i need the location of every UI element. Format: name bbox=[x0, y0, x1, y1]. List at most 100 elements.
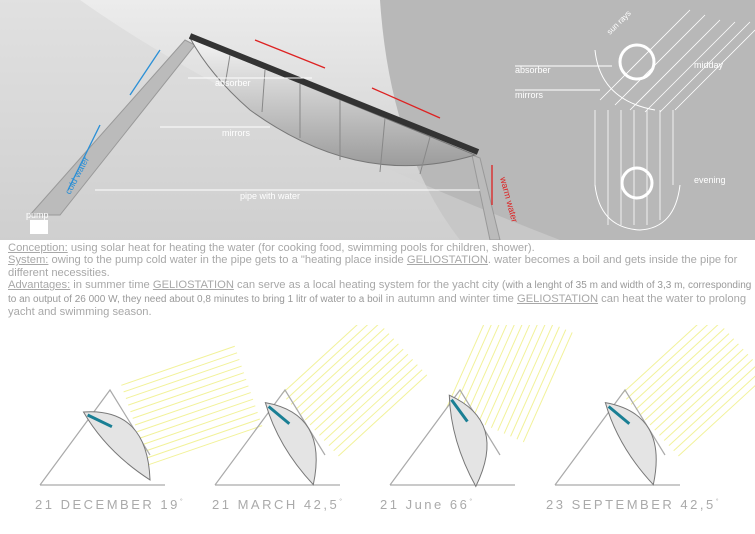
absorber-icon bbox=[267, 405, 291, 425]
sun-ray bbox=[510, 326, 560, 437]
advantages-label: Advantages: bbox=[8, 279, 71, 292]
sun-ray bbox=[132, 378, 247, 419]
season-diagram bbox=[554, 325, 755, 486]
brand: GELIOSTATION bbox=[406, 254, 488, 267]
sun-ray bbox=[323, 359, 413, 441]
inset-evening: evening bbox=[694, 175, 726, 185]
main-illustration: absorber mirrors pipe with water pump co… bbox=[0, 0, 755, 240]
label-mirrors: mirrors bbox=[222, 128, 250, 138]
inset-midday: midday bbox=[694, 60, 724, 70]
label-pipe-with-water: pipe with water bbox=[240, 191, 300, 201]
sun-ray bbox=[522, 332, 573, 443]
sun-ray bbox=[626, 325, 709, 400]
system-text: owing to the pump cold water in the pipe… bbox=[48, 254, 407, 267]
sun-ray bbox=[478, 325, 523, 423]
sun-ray bbox=[497, 325, 546, 431]
label-pump: pump bbox=[26, 210, 49, 220]
mirror-trough bbox=[448, 394, 488, 488]
sun-ray bbox=[621, 325, 698, 395]
sun-ray bbox=[465, 325, 508, 417]
mirror-trough bbox=[188, 37, 477, 167]
sun-ray bbox=[134, 385, 249, 426]
season-caption-2: 21 MARCH 42,5° bbox=[212, 497, 345, 512]
sun-ray bbox=[640, 333, 730, 416]
sun-ray bbox=[673, 375, 755, 452]
inset-mirrors: mirrors bbox=[515, 90, 543, 100]
sun-ray bbox=[290, 325, 379, 405]
brand: GELIOSTATION bbox=[152, 279, 234, 292]
sun-ray bbox=[146, 418, 261, 459]
sun-ray bbox=[503, 325, 554, 434]
sun-ray bbox=[678, 385, 755, 457]
support-frame bbox=[389, 388, 515, 486]
sun-ray bbox=[286, 325, 369, 400]
sun-ray bbox=[458, 325, 500, 414]
support-frame bbox=[214, 388, 340, 486]
sun-ray bbox=[281, 325, 358, 395]
absorber-icon bbox=[450, 398, 469, 423]
sun-ray bbox=[668, 366, 755, 447]
sun-ray bbox=[137, 392, 251, 433]
label-absorber: absorber bbox=[215, 78, 251, 88]
season-diagram bbox=[214, 325, 428, 486]
advantages-text: in summer time bbox=[70, 279, 153, 292]
season-diagrams bbox=[39, 325, 755, 488]
sun-ray bbox=[663, 359, 753, 441]
absorber-tube bbox=[188, 33, 480, 155]
sun-ray bbox=[649, 343, 739, 426]
season-diagram bbox=[389, 325, 573, 488]
sun-ray bbox=[333, 369, 423, 452]
season-caption-1: 21 DECEMBER 19° bbox=[35, 497, 186, 512]
sun-ray bbox=[148, 425, 263, 466]
sun-ray bbox=[654, 348, 744, 431]
sun-ray bbox=[484, 325, 531, 426]
sun-ray bbox=[304, 338, 395, 421]
sun-ray bbox=[128, 365, 242, 406]
sun-ray bbox=[123, 352, 238, 393]
advantages-specs: with a lenght of 35 m and width of 3,3 m… bbox=[8, 280, 752, 305]
sun-ray bbox=[300, 333, 390, 416]
inset-absorber: absorber bbox=[515, 65, 551, 75]
sun-ray bbox=[635, 328, 725, 410]
description: Conception: using solar heat for heating… bbox=[8, 242, 753, 318]
sun-ray bbox=[125, 358, 240, 399]
system-text: . water becomes a boil and gets inside t… bbox=[8, 254, 738, 279]
sun-ray bbox=[446, 325, 485, 409]
advantages-text: in autumn and winter time bbox=[382, 292, 518, 305]
pipe-right bbox=[471, 154, 501, 240]
sun-ray bbox=[143, 411, 258, 452]
sun-ray bbox=[309, 343, 399, 426]
sun-ray bbox=[659, 353, 749, 436]
sun-ray bbox=[328, 364, 418, 447]
system-label: System: bbox=[8, 254, 49, 267]
advantages-text: can heat the water to prolong yacht and … bbox=[8, 292, 747, 319]
season-caption-4: 23 SEPTEMBER 42,5° bbox=[546, 497, 722, 512]
pump-icon bbox=[30, 220, 48, 234]
absorber-icon bbox=[607, 405, 631, 425]
sun-ray bbox=[471, 325, 515, 420]
advantages-text: can serve as a local heating system for … bbox=[233, 279, 506, 292]
inset-diagram bbox=[515, 9, 755, 231]
mirror-trough bbox=[264, 401, 317, 486]
sun-ray bbox=[338, 374, 428, 457]
sun-ray bbox=[130, 372, 245, 413]
sun-ray bbox=[630, 325, 719, 405]
season-diagram bbox=[39, 345, 263, 486]
sun-ray bbox=[490, 325, 538, 429]
season-caption-3: 21 June 66° bbox=[380, 497, 475, 512]
sun-ray bbox=[319, 353, 409, 436]
sun-ray bbox=[139, 398, 254, 439]
mirror-trough bbox=[604, 401, 657, 486]
sun-ray bbox=[295, 328, 385, 410]
sun-ray bbox=[516, 329, 567, 440]
sun-ray bbox=[644, 338, 735, 421]
sun-ray bbox=[121, 345, 235, 386]
sun-ray bbox=[314, 348, 404, 431]
absorber-icon bbox=[86, 413, 113, 429]
conception-label: Conception: bbox=[8, 242, 68, 254]
brand: GELIOSTATION bbox=[517, 292, 599, 305]
conception-text: using solar heat for heating the water (… bbox=[67, 242, 535, 254]
sun-ray bbox=[141, 405, 256, 446]
support-frame bbox=[554, 388, 680, 486]
mirror-trough bbox=[82, 411, 151, 481]
